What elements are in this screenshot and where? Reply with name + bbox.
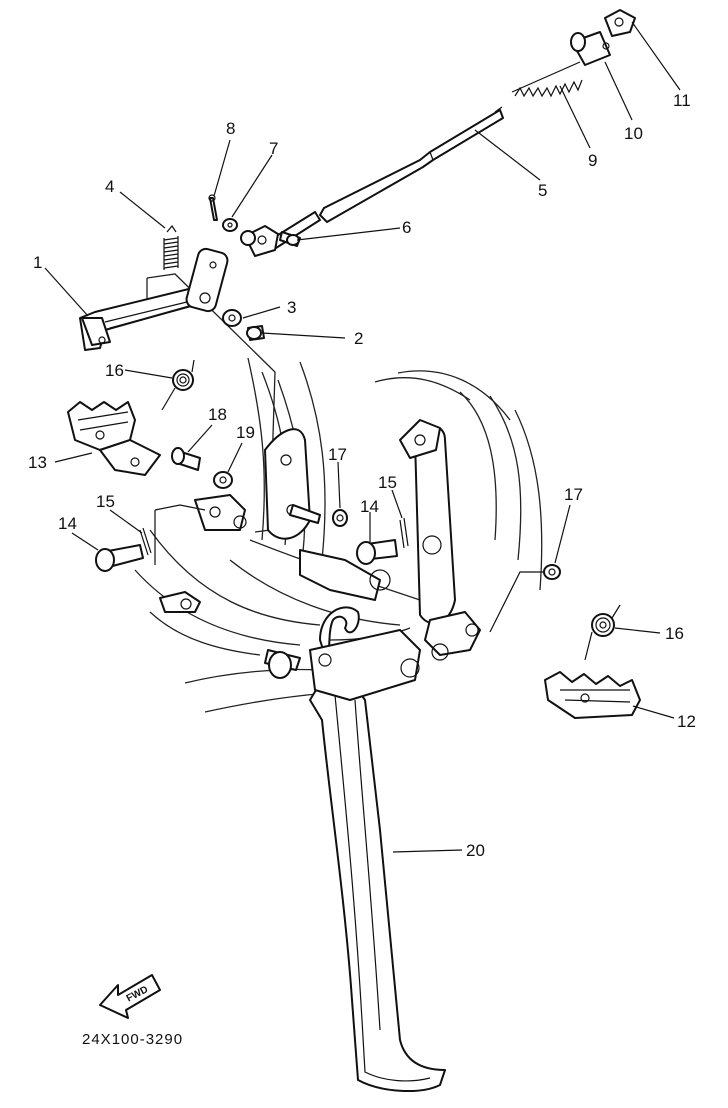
bolt-lower-left [159,591,201,613]
clevis-pin-center [356,539,398,565]
right-mount [424,571,545,661]
callout-5: 5 [538,181,547,200]
callout-14b: 14 [360,497,379,516]
callout-9: 9 [588,151,597,170]
side-stand [264,606,446,1093]
right-footrest [544,671,641,719]
nut-19 [213,471,233,489]
footrest-spring-left [161,359,195,411]
callout-1: 1 [33,253,42,272]
return-spring [163,224,179,270]
rod-clevis [240,225,279,257]
center-pin [289,504,348,527]
cotter-pin-left [139,527,152,556]
callouts: 1 2 3 4 5 6 7 8 9 10 11 12 13 14 14 15 1… [28,91,696,860]
leader-lines [44,21,681,853]
cotter-pin [208,194,218,221]
callout-13: 13 [28,453,47,472]
fwd-arrow-icon: FWD [99,974,161,1019]
callout-18: 18 [208,405,227,424]
callout-4: 4 [105,177,114,196]
callout-10: 10 [624,124,643,143]
callout-17b: 17 [564,485,583,504]
pivot-bolt [246,325,265,341]
washer-7 [222,218,238,232]
callout-15b: 15 [378,473,397,492]
callout-11: 11 [673,91,691,110]
left-footrest-mount [154,494,247,565]
callout-6: 6 [402,218,411,237]
callout-17a: 17 [328,445,347,464]
washer-17-right [543,564,561,580]
clevis-pin [279,231,301,247]
joint-pin [604,9,636,37]
brake-rod [269,106,504,249]
callout-16b: 16 [665,624,684,643]
callout-20: 20 [466,841,485,860]
callout-16a: 16 [105,361,124,380]
left-footrest [67,401,161,476]
callout-3: 3 [287,298,296,317]
center-lower-bracket [299,549,391,601]
callout-14a: 14 [58,514,77,533]
clevis-pin-left [95,544,144,572]
callout-8: 8 [226,119,235,138]
callout-12: 12 [677,712,696,731]
callout-19: 19 [236,423,255,442]
footrest-spring-right [584,604,621,661]
bolt-18 [171,447,201,471]
brake-pedal [79,247,229,351]
washer-3 [222,309,242,327]
adjuster-nut [570,31,611,66]
rod-spring [511,61,583,98]
callout-7: 7 [269,139,278,158]
callout-15a: 15 [96,492,115,511]
part-code: 24X100-3290 [82,1031,183,1048]
callout-2: 2 [354,329,363,348]
cotter-pin-center [399,517,409,549]
